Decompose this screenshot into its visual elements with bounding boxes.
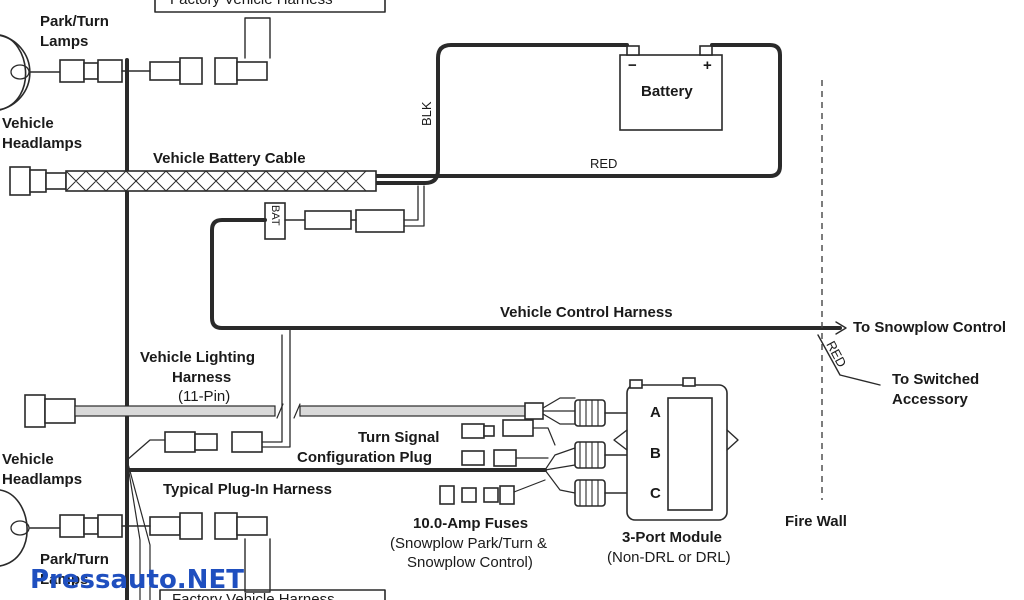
port-a-label: A [650, 404, 661, 421]
to-switched-label-2: Accessory [892, 391, 969, 408]
factory-harness-top-label: Factory Vehicle Harness [170, 0, 333, 8]
vehicle-headlamps-top-label-2: Headlamps [2, 135, 82, 152]
fuses-label-2: (Snowplow Park/Turn & [390, 535, 547, 552]
watermark: Pressauto.NET [30, 565, 244, 595]
connector-icon [126, 329, 291, 461]
vehicle-headlamps-top-label: Vehicle [2, 115, 54, 132]
turn-signal-label: Turn Signal [358, 429, 439, 446]
park-turn-bot-label-2: Lamps [40, 571, 88, 588]
battery-icon: Battery − + [619, 45, 723, 131]
factory-harness-bot-label: Factory Vehicle Harness [172, 591, 335, 600]
vehicle-control-harness-label: Vehicle Control Harness [500, 304, 673, 321]
battery-plus: + [703, 57, 712, 74]
to-switched-label: To Switched [892, 371, 979, 388]
connector-icon [59, 17, 271, 85]
fuses-label-3: Snowplow Control) [407, 554, 533, 571]
red-side-label: RED [823, 338, 849, 369]
factory-harness-top-callout: Factory Vehicle Harness [154, 0, 386, 13]
vehicle-headlamps-bot-label-2: Headlamps [2, 471, 82, 488]
vehicle-battery-cable-label: Vehicle Battery Cable [153, 150, 306, 167]
vehicle-lighting-label-2: Harness [172, 369, 231, 386]
typical-plugin-label: Typical Plug-In Harness [163, 481, 332, 498]
lighting-harness-cable [24, 394, 576, 428]
port-c-label: C [650, 485, 661, 502]
fuse-icon [439, 479, 546, 505]
bat-label: BAT [269, 205, 281, 226]
vehicle-battery-cable [9, 166, 377, 196]
vehicle-headlamps-bot-label: Vehicle [2, 451, 54, 468]
port-b-label: B [650, 445, 661, 462]
headlamp-icon [0, 489, 61, 567]
bat-connector: BAT [264, 185, 425, 240]
red-top-label: RED [590, 156, 617, 171]
fire-wall-label: Fire Wall [785, 513, 847, 530]
connector-icon [461, 419, 556, 467]
module-label-2: (Non-DRL or DRL) [607, 549, 731, 566]
factory-harness-bot-callout: Factory Vehicle Harness [159, 589, 386, 600]
headlamp-icon [0, 34, 61, 111]
park-turn-bot-label: Park/Turn [40, 551, 109, 568]
turn-signal-label-2: Configuration Plug [297, 449, 432, 466]
battery-label: Battery [641, 83, 693, 100]
vehicle-lighting-label: Vehicle Lighting [140, 349, 255, 366]
module-icon: A B C [613, 377, 739, 521]
park-turn-top-label: Park/Turn [40, 13, 109, 30]
park-turn-top-label-2: Lamps [40, 33, 88, 50]
battery-minus: − [628, 57, 637, 74]
connector-icon [574, 399, 628, 507]
module-label: 3-Port Module [622, 529, 722, 546]
blk-label: BLK [419, 101, 434, 126]
to-snowplow-control-label: To Snowplow Control [853, 319, 1006, 336]
vehicle-lighting-label-3: (11-Pin) [178, 388, 230, 405]
connector-icon [59, 459, 271, 600]
fuses-label: 10.0-Amp Fuses [413, 515, 528, 532]
